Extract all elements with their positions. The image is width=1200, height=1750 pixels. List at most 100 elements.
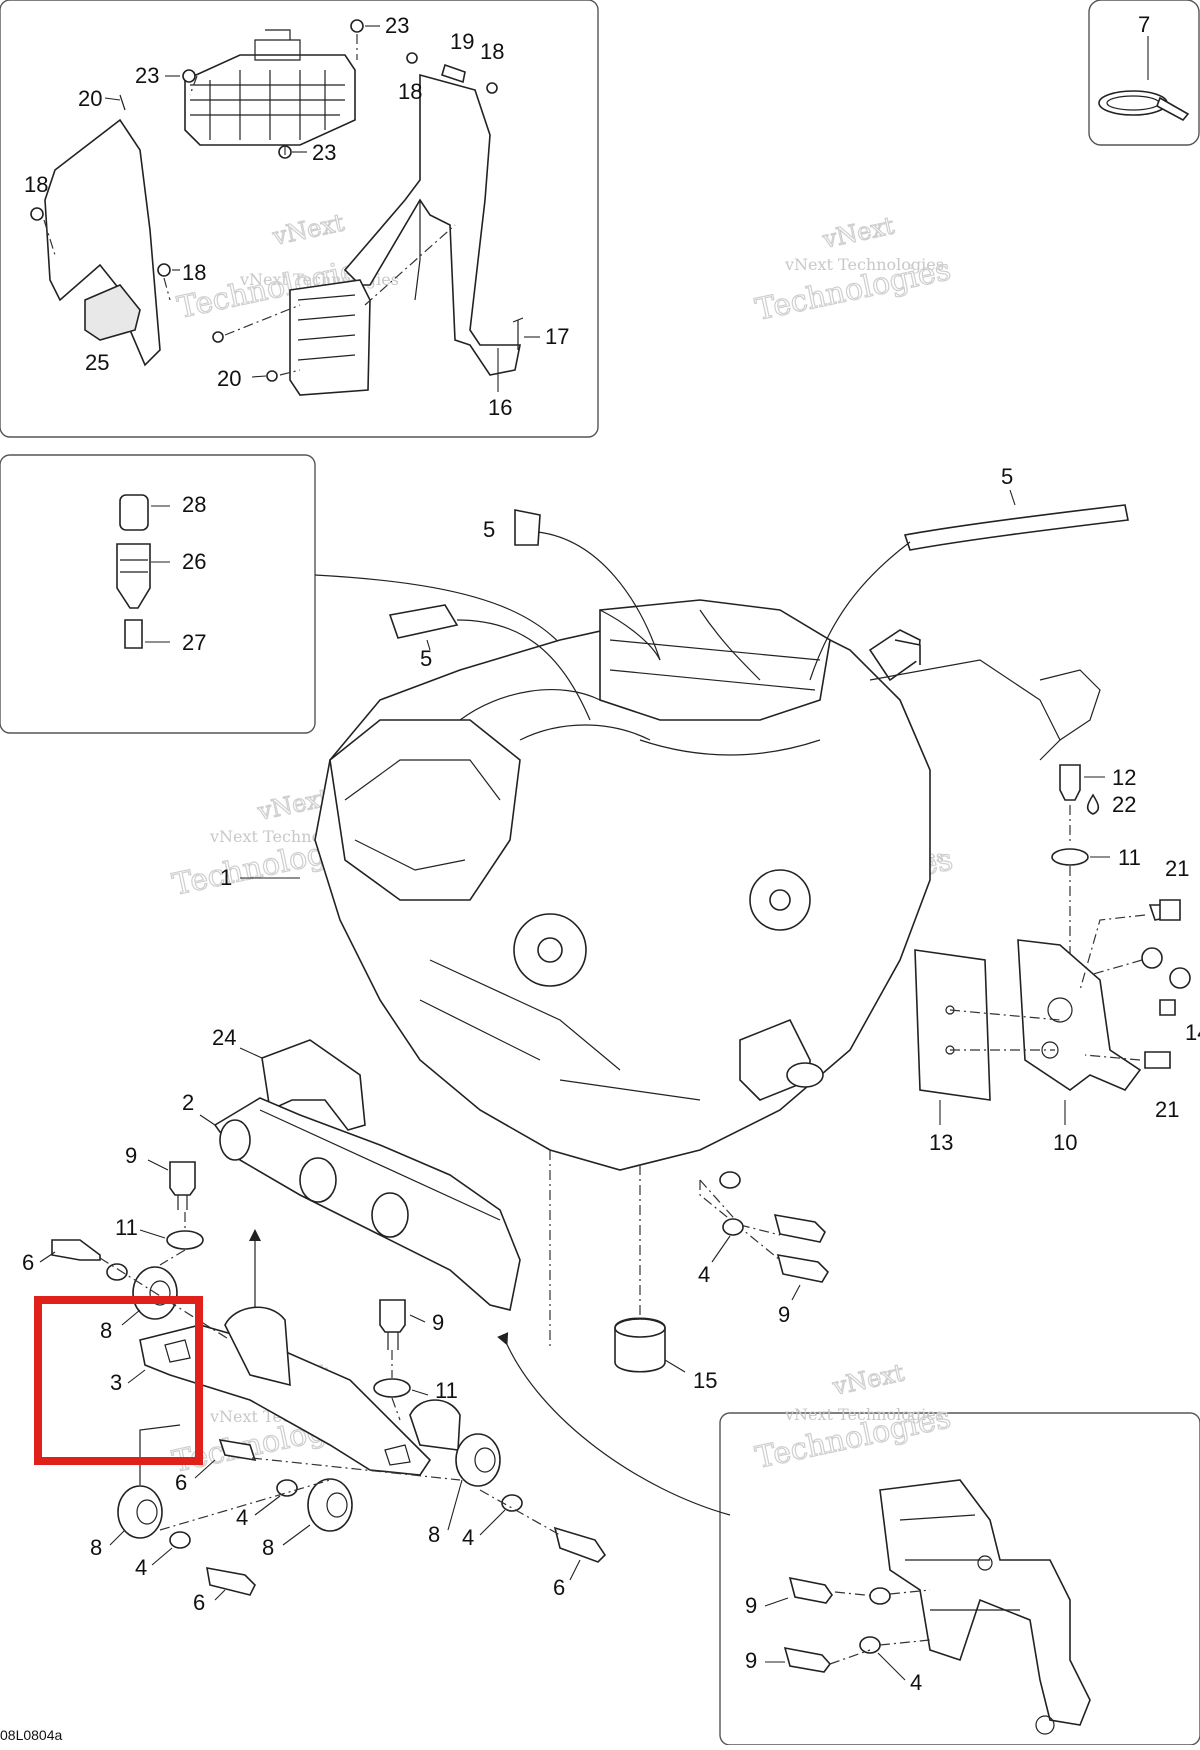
callout-2: 2 (182, 1090, 194, 1115)
engine-side-cover-part (329, 719, 521, 901)
callout-6: 6 (22, 1250, 34, 1275)
callout-13: 13 (929, 1130, 953, 1155)
hoses-part (388, 504, 1129, 721)
callout-11: 11 (115, 1215, 138, 1240)
callout-7: 7 (1138, 12, 1150, 37)
damper-sleeve-part (116, 543, 151, 609)
callout-16: 16 (488, 395, 512, 420)
callout-4: 4 (135, 1555, 147, 1580)
dash-lines-panel1 (43, 34, 456, 376)
electrical-box-panel (0, 0, 599, 438)
callout-9: 9 (432, 1310, 444, 1335)
callout-5: 5 (483, 517, 495, 542)
callout-14: 14 (1185, 1020, 1200, 1045)
front-mount-parts: 24 2 (182, 1025, 521, 1311)
callout-9: 9 (778, 1302, 790, 1327)
damper-inset-panel (0, 454, 316, 734)
callout-18: 18 (398, 79, 422, 104)
svg-text:vNext Technologies: vNext Technologies (784, 255, 944, 274)
callout-6: 6 (175, 1470, 187, 1495)
callout-22: 22 (1112, 792, 1136, 817)
engine-lower-fasteners: 4 9 15 (497, 1150, 830, 1516)
callout-20: 20 (217, 366, 241, 391)
washer-part (166, 1230, 204, 1250)
cable-tie-panel (1088, 0, 1200, 146)
callout-4: 4 (910, 1670, 922, 1695)
callout-8: 8 (90, 1535, 102, 1560)
callout-10: 10 (1053, 1130, 1077, 1155)
callout-18: 18 (182, 260, 206, 285)
callouts-engine: 5 5 5 1 (220, 464, 1016, 890)
right-mount-parts: 12 22 11 21 14 21 13 10 (914, 764, 1200, 1155)
svg-text:vNext: vNext (819, 211, 897, 254)
cover-plate-part (84, 284, 141, 341)
mount-bolt-part (1059, 764, 1081, 801)
svg-text:vNext: vNext (269, 208, 347, 251)
fuse-box-part (184, 29, 356, 146)
callout-28: 28 (182, 492, 206, 517)
cylinder-head-part (599, 599, 831, 721)
callout-4: 4 (698, 1262, 710, 1287)
rubber-mount-part (914, 949, 991, 1101)
figure-code: 08L0804a (0, 1727, 63, 1743)
highlight-box (34, 1296, 203, 1465)
washer-part (1051, 848, 1089, 866)
bolt-part (169, 1161, 196, 1196)
callout-9: 9 (745, 1593, 757, 1618)
callout-18: 18 (480, 39, 504, 64)
engine-support-bracket-part (1017, 939, 1142, 1091)
callout-5: 5 (420, 646, 432, 671)
callout-6: 6 (553, 1575, 565, 1600)
hose-upper-part (903, 504, 1129, 551)
hose-short-part (388, 604, 459, 639)
fasteners-panel1 (30, 19, 524, 382)
callout-23: 23 (385, 13, 409, 38)
damper-screw-part (124, 619, 143, 649)
callout-9: 9 (125, 1143, 137, 1168)
callout-5: 5 (1001, 464, 1013, 489)
callouts-panel1: 23 23 23 19 18 18 18 18 20 20 25 16 17 (24, 13, 569, 420)
svg-text:vNext Technologies: vNext Technologies (784, 1405, 944, 1424)
callout-8: 8 (100, 1318, 112, 1343)
callout-24: 24 (212, 1025, 236, 1050)
lower-mount-parts: 9 11 6 8 3 9 11 6 4 (22, 1143, 607, 1615)
callout-15: 15 (693, 1368, 717, 1393)
screw-part (51, 1239, 101, 1261)
callout-23: 23 (135, 63, 159, 88)
callout-3: 3 (110, 1370, 122, 1395)
damper-cap-part (119, 494, 149, 531)
cable-tie-part: 7 (1098, 12, 1190, 122)
mounting-bracket-left-part (44, 118, 161, 367)
callout-23: 23 (312, 140, 336, 165)
callout-6: 6 (193, 1590, 205, 1615)
callout-19: 19 (450, 29, 474, 54)
relay-module-part (289, 279, 371, 396)
callout-20: 20 (78, 86, 102, 111)
callout-8: 8 (262, 1535, 274, 1560)
callout-11: 11 (435, 1378, 458, 1403)
callout-4: 4 (462, 1525, 474, 1550)
mount-sleeve-part (224, 1306, 291, 1387)
callout-11: 11 (1118, 845, 1141, 870)
engine-support-inset-parts: 9 9 4 (745, 1479, 1091, 1735)
callout-26: 26 (182, 549, 206, 574)
svg-text:vNext: vNext (829, 1358, 907, 1401)
engine-assembly-part (314, 599, 1101, 1171)
damper-parts: 28 26 27 (116, 492, 206, 655)
callout-9: 9 (745, 1648, 757, 1673)
callout-12: 12 (1112, 765, 1136, 790)
threadlocker-icon (1086, 793, 1100, 815)
callout-27: 27 (182, 630, 206, 655)
callout-25: 25 (85, 350, 109, 375)
callout-1: 1 (220, 865, 232, 890)
callout-21: 21 (1165, 856, 1189, 881)
front-mount-rail-part (213, 1097, 521, 1311)
mounting-bracket-right-part (343, 73, 521, 376)
callout-21: 21 (1155, 1097, 1179, 1122)
callout-17: 17 (545, 324, 569, 349)
callout-4: 4 (236, 1505, 248, 1530)
callout-18: 18 (24, 172, 48, 197)
hose-elbow-part (514, 509, 541, 546)
